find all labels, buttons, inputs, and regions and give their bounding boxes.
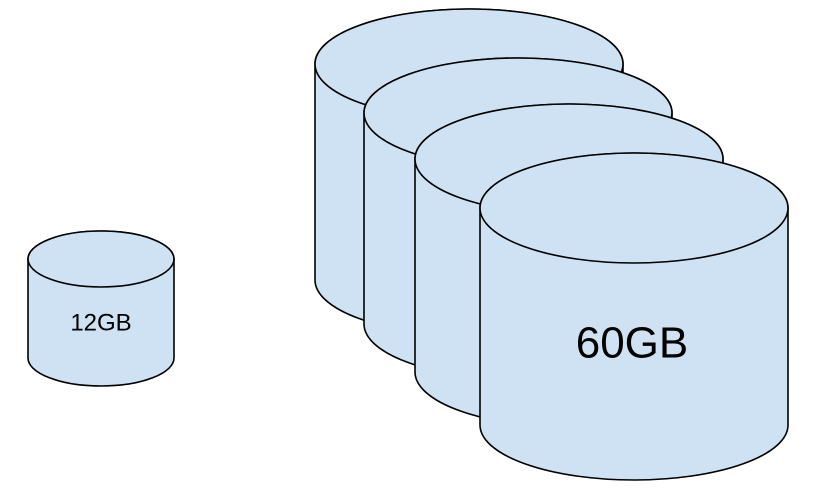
small-disk-top	[27, 230, 175, 288]
stack-cylinder-4-top	[479, 152, 789, 264]
small-disk-label: 12GB	[70, 310, 131, 337]
stack-cylinder-4: 60GB	[479, 152, 789, 481]
small-disk-cylinder: 12GB	[27, 230, 175, 387]
large-disk-label: 60GB	[576, 319, 689, 368]
large-disk-stack: 60GB	[314, 8, 789, 481]
